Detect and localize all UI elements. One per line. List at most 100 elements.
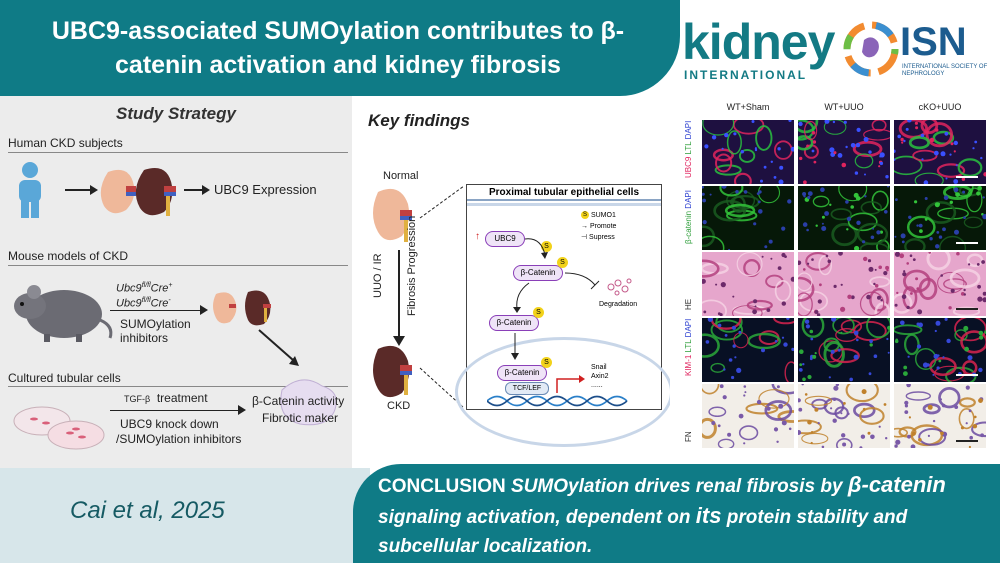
micrograph-image[interactable] bbox=[798, 120, 890, 184]
arrow-icon bbox=[65, 185, 98, 195]
kidney-international-logo[interactable]: kidney INTERNATIONAL bbox=[682, 14, 852, 84]
genotype-neg-sign: - bbox=[168, 297, 171, 304]
genotype-neg-cre: Cre bbox=[150, 297, 169, 310]
normal-kidney-icon bbox=[100, 169, 136, 214]
mouse-ckd-heading: Mouse models of CKD bbox=[8, 249, 129, 263]
arrow-down-icon bbox=[393, 336, 405, 346]
row-label: FN bbox=[684, 431, 693, 442]
human-ckd-heading: Human CKD subjects bbox=[8, 136, 123, 150]
row-label-part: β-catenin bbox=[684, 208, 693, 244]
proximal-tubule-box: Proximal tubular epithelial cells S SUMO… bbox=[455, 184, 673, 447]
normal-label: Normal bbox=[383, 170, 419, 182]
beta-catenin-node: β-Catenin bbox=[513, 265, 563, 281]
row-label-part: DAPI bbox=[684, 190, 693, 209]
human-ckd-diagram bbox=[19, 162, 210, 218]
legend-supress: ⊣ Supress bbox=[581, 234, 615, 241]
micrograph-image[interactable] bbox=[894, 318, 986, 382]
genotype-positive: Ubc9fl/flCre+ bbox=[116, 282, 172, 295]
genotype-pos-cre: Cre bbox=[150, 282, 169, 295]
arrow-icon bbox=[238, 405, 246, 415]
target-genes: Snail Axin2 ...... bbox=[591, 363, 609, 390]
conclusion-part-2: β-catenin bbox=[847, 472, 946, 497]
ckd-kidney-icon bbox=[135, 168, 176, 216]
legend-promote-label: Promote bbox=[589, 223, 617, 230]
isn-logo[interactable]: ISN INTERNATIONAL SOCIETY OF NEPHROLOGY bbox=[842, 16, 992, 86]
study-strategy-title: Study Strategy bbox=[116, 104, 236, 123]
isn-logo-subtitle: INTERNATIONAL SOCIETY OF NEPHROLOGY bbox=[902, 64, 988, 77]
ubc9-node: UBC9 bbox=[485, 231, 525, 247]
row-label-part: UBC9 bbox=[684, 154, 693, 178]
row-label-part: KIM-1 bbox=[684, 352, 693, 376]
title-banner: UBC9-associated SUMOylation contributes … bbox=[0, 0, 680, 96]
micrograph-image[interactable] bbox=[894, 120, 986, 184]
column-header: WT+UUO bbox=[824, 102, 864, 112]
micrograph-image[interactable] bbox=[702, 120, 794, 184]
conclusion-part-3: signaling activation, dependent on bbox=[378, 507, 691, 528]
row-label-part: DAPI bbox=[684, 120, 693, 140]
transcription-arrow-icon bbox=[556, 375, 585, 393]
tgfb-treatment: TGF-β treatment bbox=[124, 391, 208, 405]
micrograph-image[interactable] bbox=[702, 186, 794, 250]
ckd-label: CKD bbox=[387, 400, 411, 412]
target-snail: Snail bbox=[591, 364, 607, 371]
fibrotic-marker-label: Fibrotic maker bbox=[262, 411, 339, 425]
micrograph-image[interactable] bbox=[894, 252, 986, 316]
arrow-icon bbox=[511, 333, 519, 360]
mouse-inhibitors-label: SUMOylation inhibitors bbox=[120, 317, 191, 345]
ubc9-expression-label: UBC9 Expression bbox=[214, 182, 317, 197]
fibrosis-progression-label: Fibrosis Progression bbox=[406, 215, 418, 316]
progression-arrow-line bbox=[398, 250, 400, 340]
conclusion-label: CONCLUSION bbox=[378, 476, 506, 497]
kidney-logo-subtitle: INTERNATIONAL bbox=[684, 68, 808, 82]
scale-bar bbox=[956, 176, 978, 178]
inhibition-icon bbox=[564, 272, 600, 290]
target-more: ...... bbox=[591, 382, 603, 389]
micrograph-image[interactable] bbox=[798, 186, 890, 250]
micrograph-image[interactable] bbox=[702, 384, 794, 448]
row-label-part: LTL bbox=[684, 139, 693, 155]
genotype-pos-sup: fl/fl bbox=[141, 282, 151, 289]
outcome-cell-icon bbox=[280, 379, 337, 426]
micrograph-image[interactable] bbox=[798, 252, 890, 316]
arrow-icon bbox=[258, 329, 299, 366]
arrow-icon bbox=[524, 238, 548, 259]
row-label-part: FN bbox=[684, 431, 693, 442]
genotype-pos-sign: + bbox=[168, 282, 173, 289]
micrograph-image[interactable] bbox=[702, 318, 794, 382]
micrograph-image[interactable] bbox=[798, 318, 890, 382]
isn-emblem-icon bbox=[843, 21, 899, 77]
citation: Cai et al, 2025 bbox=[70, 497, 225, 524]
conclusion-text: CONCLUSION SUMOylation drives renal fibr… bbox=[378, 470, 990, 561]
cultured-cells-heading: Cultured tubular cells bbox=[8, 371, 121, 385]
scale-bar bbox=[956, 308, 978, 310]
row-label: UBC9 LTL DAPI bbox=[684, 121, 693, 178]
row-label-part: HE bbox=[684, 298, 693, 310]
box-title: Proximal tubular epithelial cells bbox=[467, 185, 661, 201]
conclusion-panel bbox=[353, 464, 1000, 563]
human-figure-icon bbox=[19, 162, 41, 218]
kidney-logo-word: kidney bbox=[682, 14, 835, 70]
genotype-neg-base: Ubc9 bbox=[116, 297, 142, 310]
tcf-lef-node: TCF/LEF bbox=[505, 382, 549, 395]
dna-helix-icon bbox=[487, 395, 628, 407]
micrograph-image[interactable] bbox=[702, 252, 794, 316]
knockdown-label: UBC9 knock down bbox=[120, 417, 219, 431]
micrograph-image[interactable] bbox=[894, 384, 986, 448]
row-label: KIM-1 LTL DAPI bbox=[684, 319, 693, 376]
tgfb-label: TGF-β bbox=[124, 394, 151, 404]
mouse-icon bbox=[14, 285, 113, 342]
normal-kidney-icon bbox=[373, 188, 412, 242]
genotype-pos-base: Ubc9 bbox=[116, 282, 142, 295]
nuclear-beta-catenin-node: β-Catenin bbox=[497, 365, 547, 381]
sumo-legend-icon: S bbox=[581, 211, 589, 219]
arrow-icon bbox=[513, 282, 530, 313]
key-findings-title: Key findings bbox=[368, 111, 471, 130]
micrograph-image[interactable] bbox=[798, 384, 890, 448]
column-header: WT+Sham bbox=[726, 102, 770, 112]
row-label-part: LTL bbox=[684, 337, 693, 353]
legend-supress-label: Supress bbox=[589, 234, 615, 241]
micrograph-image[interactable] bbox=[894, 186, 986, 250]
row-label: HE bbox=[684, 299, 693, 310]
conclusion-part-4: its bbox=[695, 503, 722, 528]
